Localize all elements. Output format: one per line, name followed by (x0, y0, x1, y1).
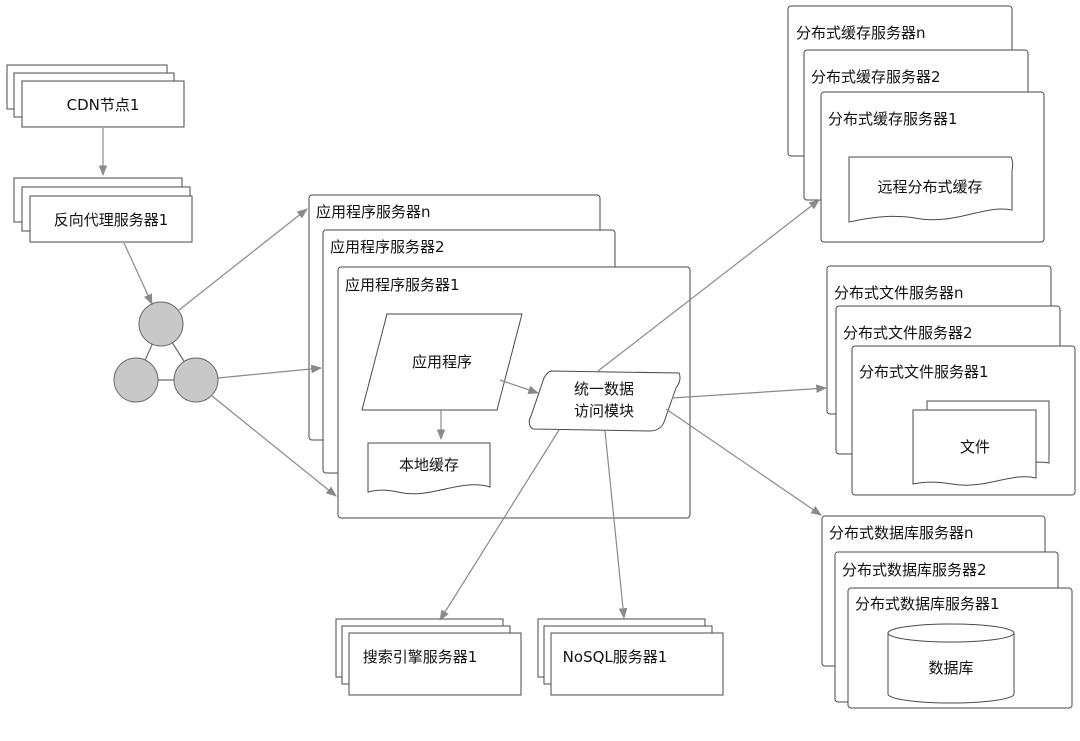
nosql-label: NoSQL服务器1 (563, 648, 668, 666)
arrow-proxy-lb (123, 242, 153, 305)
search-engine-stack: 搜索引擎服务器1 (335, 618, 522, 696)
app-server-1-label: 应用程序服务器1 (345, 276, 460, 294)
db-server-n-label: 分布式数据库服务器n (829, 524, 974, 542)
arrow-access-db (665, 408, 822, 516)
arrow-lb-app-1 (211, 395, 337, 497)
reverse-proxy-stack: 反向代理服务器1 (13, 177, 193, 243)
cache-server-stack: 分布式缓存服务器n 分布式缓存服务器2 分布式缓存服务器1 远程分布式缓存 (787, 5, 1045, 243)
arrow-lb-app-n (178, 208, 308, 311)
db-server-1-label: 分布式数据库服务器1 (855, 595, 1000, 613)
search-engine-label: 搜索引擎服务器1 (363, 648, 478, 666)
arrow-program-access (499, 379, 540, 394)
cache-server-1-label: 分布式缓存服务器1 (828, 110, 958, 128)
file-server-2-label: 分布式文件服务器2 (843, 324, 973, 342)
app-server-n-label: 应用程序服务器n (316, 203, 431, 221)
arrow-access-file (671, 384, 828, 399)
reverse-proxy-label: 反向代理服务器1 (54, 211, 169, 229)
cdn-node-stack: CDN节点1 (6, 64, 185, 128)
nosql-stack: NoSQL服务器1 (537, 618, 724, 696)
svg-text:本地缓存: 本地缓存 (399, 456, 459, 474)
cache-server-2-label: 分布式缓存服务器2 (811, 68, 941, 86)
database-label: 数据库 (928, 659, 973, 677)
cdn-node-label: CDN节点1 (67, 96, 140, 114)
db-server-2-label: 分布式数据库服务器2 (842, 561, 987, 579)
local-cache: 本地缓存 (367, 442, 491, 495)
database-cylinder-icon (887, 623, 1015, 704)
svg-text:应用程序: 应用程序 (412, 353, 472, 371)
app-server-2-label: 应用程序服务器2 (330, 238, 445, 256)
lb-node-left (113, 357, 159, 403)
data-access-line2: 访问模块 (574, 402, 634, 420)
cache-server-n-label: 分布式缓存服务器n (796, 24, 926, 42)
arrow-access-search (439, 429, 560, 621)
load-balancer-cluster (113, 301, 219, 403)
remote-cache-label: 远程分布式缓存 (877, 178, 982, 196)
lb-node-right (173, 357, 219, 403)
file-label: 文件 (960, 438, 990, 456)
data-access-module: 统一数据 访问模块 (528, 370, 681, 432)
application-program: 应用程序 (361, 313, 523, 411)
connectors (98, 128, 828, 621)
arrow-lb-app-2 (217, 364, 323, 379)
arrow-access-cache (597, 199, 820, 372)
lb-node-top (138, 301, 184, 347)
db-server-stack: 分布式数据库服务器n 分布式数据库服务器2 分布式数据库服务器1 数据库 (821, 515, 1073, 709)
file-server-n-label: 分布式文件服务器n (834, 284, 964, 302)
data-access-line1: 统一数据 (574, 380, 634, 398)
file-server-stack: 分布式文件服务器n 分布式文件服务器2 分布式文件服务器1 文件 (826, 265, 1076, 496)
arrow-access-nosql (604, 430, 628, 620)
file-server-1-label: 分布式文件服务器1 (859, 363, 989, 381)
